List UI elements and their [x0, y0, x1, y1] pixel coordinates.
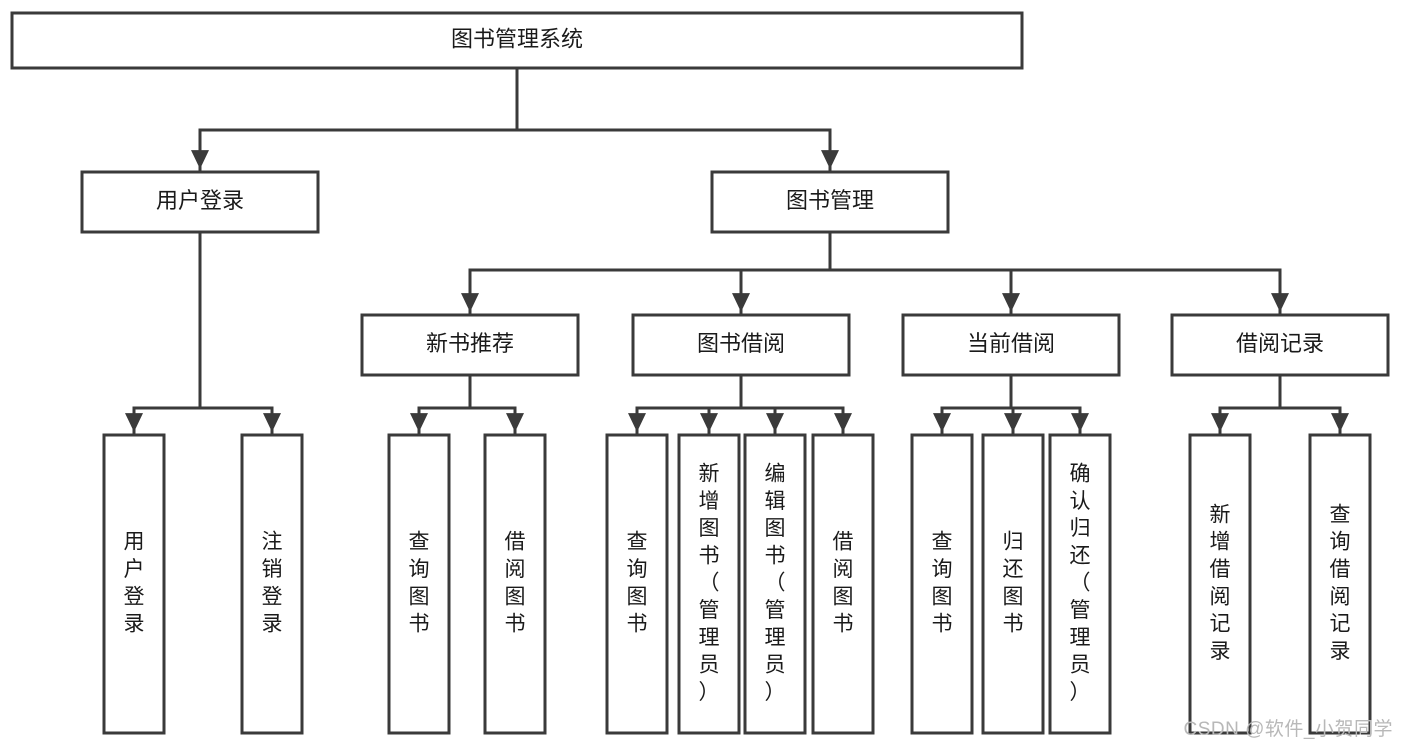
arrow-down-icon: [821, 150, 839, 169]
arrow-down-icon: [628, 413, 646, 432]
arrow-down-icon: [700, 413, 718, 432]
node-leaf-leaf-query-book-current[interactable]: 查询图书: [910, 433, 974, 735]
arrow-down-icon: [933, 413, 951, 432]
node-label-leaf-query-borrow-record: 查询借阅记录: [1330, 503, 1351, 663]
node-label-book-borrow: 图书借阅: [697, 331, 785, 356]
node-box: [1308, 433, 1372, 735]
node-box: [981, 433, 1045, 735]
arrow-down-icon: [1331, 413, 1349, 432]
node-box: [1170, 313, 1390, 377]
node-label-leaf-add-book-admin: 新增图书（管理员）: [699, 462, 720, 703]
node-label-leaf-edit-book-admin: 编辑图书（管理员）: [765, 462, 786, 703]
node-l2-book-management[interactable]: 图书管理: [710, 170, 950, 234]
node-label-leaf-confirm-return-admin: 确认归还（管理员）: [1070, 462, 1091, 703]
node-label-leaf-query-book-borrow: 查询图书: [627, 531, 648, 636]
nodes-layer: 图书管理系统用户登录图书管理新书推荐图书借阅当前借阅借阅记录用户登录注销登录查询…: [10, 11, 1390, 735]
node-label-current-borrow: 当前借阅: [967, 331, 1055, 356]
node-leaf-leaf-confirm-return-admin[interactable]: 确认归还（管理员）: [1048, 433, 1112, 735]
node-leaf-leaf-borrow-book[interactable]: 借阅图书: [811, 433, 875, 735]
node-box: [360, 313, 580, 377]
node-leaf-leaf-return-book[interactable]: 归还图书: [981, 433, 1045, 735]
arrow-down-icon: [191, 150, 209, 169]
node-leaf-leaf-edit-book-admin[interactable]: 编辑图书（管理员）: [743, 433, 807, 735]
node-box: [80, 170, 320, 234]
node-label-leaf-query-book-new: 查询图书: [409, 531, 430, 636]
node-leaf-leaf-logout-login[interactable]: 注销登录: [240, 433, 304, 735]
node-label-root: 图书管理系统: [451, 26, 583, 51]
node-label-leaf-logout-login: 注销登录: [262, 531, 283, 636]
arrow-down-icon: [1271, 293, 1289, 312]
node-box: [631, 313, 851, 377]
node-box: [102, 433, 166, 735]
node-label-leaf-borrow-book: 借阅图书: [833, 531, 854, 636]
node-label-leaf-user-login: 用户登录: [124, 531, 145, 636]
node-leaf-leaf-user-login[interactable]: 用户登录: [102, 433, 166, 735]
arrow-down-icon: [732, 293, 750, 312]
node-box: [240, 433, 304, 735]
arrow-down-icon: [834, 413, 852, 432]
arrow-down-icon: [410, 413, 428, 432]
node-box: [1188, 433, 1252, 735]
node-label-leaf-query-book-current: 查询图书: [932, 531, 953, 636]
node-box: [10, 11, 1024, 70]
arrow-down-icon: [1002, 293, 1020, 312]
node-leaf-leaf-query-borrow-record[interactable]: 查询借阅记录: [1308, 433, 1372, 735]
node-box: [910, 433, 974, 735]
node-l2-user-login[interactable]: 用户登录: [80, 170, 320, 234]
arrow-down-icon: [461, 293, 479, 312]
node-box: [901, 313, 1121, 377]
node-leaf-leaf-add-book-admin[interactable]: 新增图书（管理员）: [677, 433, 741, 735]
node-box: [1048, 433, 1112, 735]
node-box: [605, 433, 669, 735]
node-l3-current-borrow[interactable]: 当前借阅: [901, 313, 1121, 377]
node-l3-borrow-record[interactable]: 借阅记录: [1170, 313, 1390, 377]
arrow-down-icon: [1004, 413, 1022, 432]
node-box: [677, 433, 741, 735]
node-leaf-leaf-query-book-borrow[interactable]: 查询图书: [605, 433, 669, 735]
node-label-borrow-record: 借阅记录: [1236, 331, 1324, 356]
node-label-book-management: 图书管理: [786, 188, 874, 213]
node-leaf-leaf-borrow-book-new[interactable]: 借阅图书: [483, 433, 547, 735]
node-box: [811, 433, 875, 735]
arrow-down-icon: [263, 413, 281, 432]
arrow-down-icon: [1211, 413, 1229, 432]
node-leaf-leaf-add-borrow-record[interactable]: 新增借阅记录: [1188, 433, 1252, 735]
node-root-root[interactable]: 图书管理系统: [10, 11, 1024, 70]
arrow-down-icon: [125, 413, 143, 432]
node-l3-book-borrow[interactable]: 图书借阅: [631, 313, 851, 377]
node-label-new-book-recommend: 新书推荐: [426, 331, 514, 356]
node-label-leaf-add-borrow-record: 新增借阅记录: [1210, 503, 1231, 663]
node-l3-new-book-recommend[interactable]: 新书推荐: [360, 313, 580, 377]
arrow-down-icon: [766, 413, 784, 432]
node-label-user-login: 用户登录: [156, 188, 244, 213]
connector-lines-layer: [125, 66, 1349, 434]
arrow-down-icon: [506, 413, 524, 432]
node-box: [483, 433, 547, 735]
node-leaf-leaf-query-book-new[interactable]: 查询图书: [387, 433, 451, 735]
node-label-leaf-borrow-book-new: 借阅图书: [505, 531, 526, 636]
node-box: [710, 170, 950, 234]
arrow-down-icon: [1071, 413, 1089, 432]
node-box: [743, 433, 807, 735]
node-label-leaf-return-book: 归还图书: [1003, 531, 1024, 636]
node-box: [387, 433, 451, 735]
